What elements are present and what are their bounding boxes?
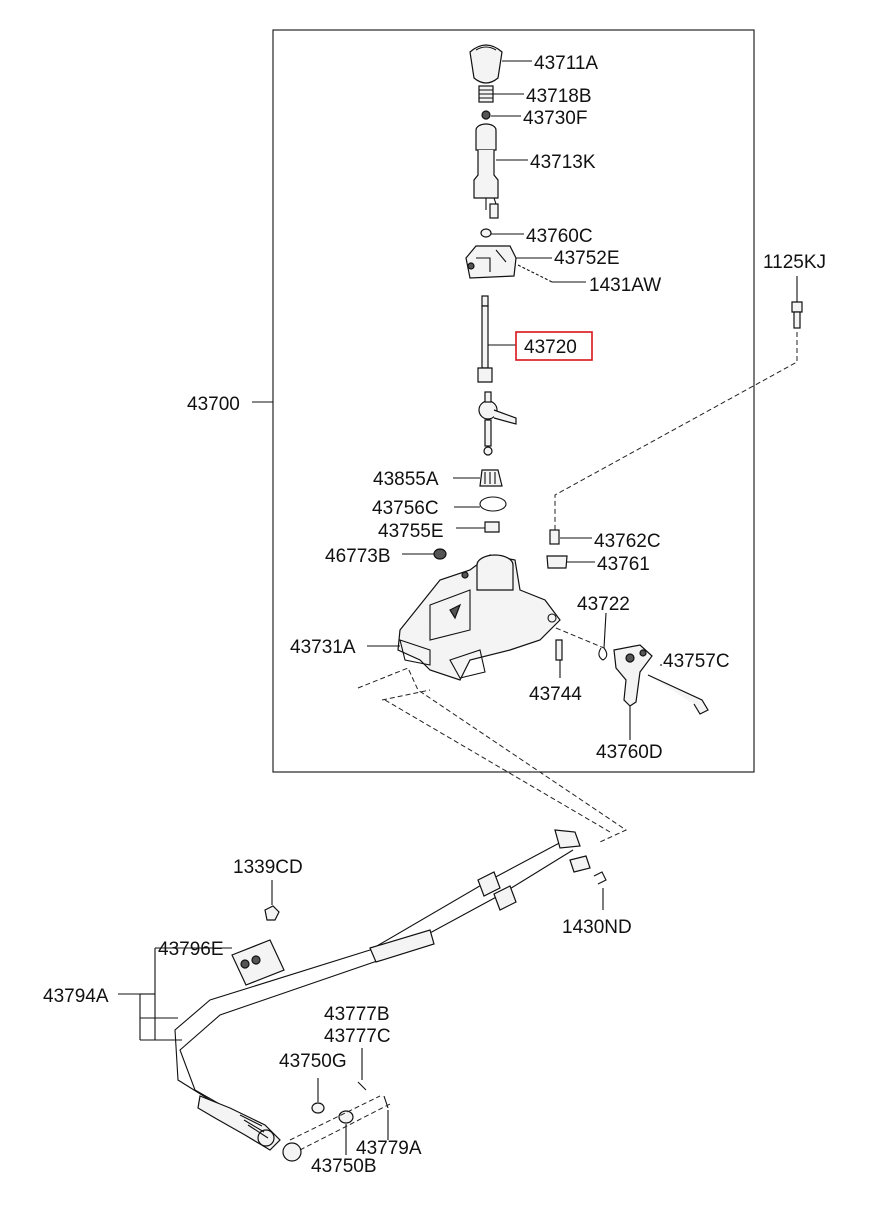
label-part: 43777C xyxy=(324,1026,391,1047)
label-part: 43752E xyxy=(554,248,620,269)
label-part: 43718B xyxy=(526,86,592,107)
label-part: 43794A xyxy=(43,986,109,1007)
label-part: 43744 xyxy=(529,684,582,705)
label-part: 43855A xyxy=(373,469,439,490)
pin-part xyxy=(481,110,491,120)
label-part: 43796E xyxy=(158,939,224,960)
label-assembly: 43700 xyxy=(187,394,240,415)
label-part-highlighted: 43720 xyxy=(524,337,577,358)
sleeve-part xyxy=(549,529,560,545)
label-part: 43755E xyxy=(378,521,444,542)
leader-dashed-1125kj xyxy=(554,332,798,530)
highlight-box-43720 xyxy=(515,331,593,361)
nut-part xyxy=(264,905,280,921)
lever-sleeve-part xyxy=(473,123,499,219)
shift-lever-rod-part xyxy=(477,295,517,456)
shift-cable-part xyxy=(174,829,591,1162)
pin-43744-part xyxy=(555,639,563,661)
clip-1430nd-part xyxy=(593,871,607,885)
label-part: 43761 xyxy=(597,554,650,575)
label-part: 43750G xyxy=(279,1051,347,1072)
label-part: 43760D xyxy=(596,742,663,763)
ball-seat-part xyxy=(479,469,503,487)
label-part: 1430ND xyxy=(562,917,632,938)
assembly-box xyxy=(272,29,755,773)
label-part: 43750B xyxy=(311,1156,377,1177)
bolt-part xyxy=(791,301,803,329)
label-part: 43731A xyxy=(290,637,356,658)
label-part: 1125KJ xyxy=(763,252,826,273)
ring-part xyxy=(479,496,507,512)
shifter-base-part xyxy=(397,554,561,681)
label-part: 43757C xyxy=(663,651,730,672)
o-ring-part xyxy=(433,548,447,560)
cable-guide-dashed xyxy=(357,667,628,843)
label-part: 1431AW xyxy=(589,275,661,296)
cable-bracket-part xyxy=(231,939,285,986)
clip-43779a-part xyxy=(383,1095,389,1109)
label-part: 46773B xyxy=(325,546,391,567)
label-part: 43713K xyxy=(530,152,596,173)
label-part: 43756C xyxy=(372,498,439,519)
washer-43750g-part xyxy=(311,1102,325,1114)
label-part: 43777B xyxy=(324,1004,390,1025)
label-part: 43779A xyxy=(356,1138,422,1159)
bush-part xyxy=(546,555,568,569)
lever-bracket-part xyxy=(465,245,517,279)
clip-part xyxy=(598,647,608,661)
collar-part xyxy=(484,521,500,533)
label-part: 43730F xyxy=(523,108,587,129)
label-part: 43711A xyxy=(534,53,598,74)
label-part: 1339CD xyxy=(233,857,303,878)
label-part: 43762C xyxy=(594,531,661,552)
washer-43750b-part xyxy=(338,1110,354,1124)
select-lever-part xyxy=(613,644,653,707)
clip-43777-part xyxy=(357,1081,367,1091)
bushing-part xyxy=(480,228,492,238)
shift-knob-part xyxy=(469,44,503,84)
label-part: 43760C xyxy=(526,226,593,247)
label-part: 43722 xyxy=(577,594,630,615)
spring-part xyxy=(478,85,494,103)
